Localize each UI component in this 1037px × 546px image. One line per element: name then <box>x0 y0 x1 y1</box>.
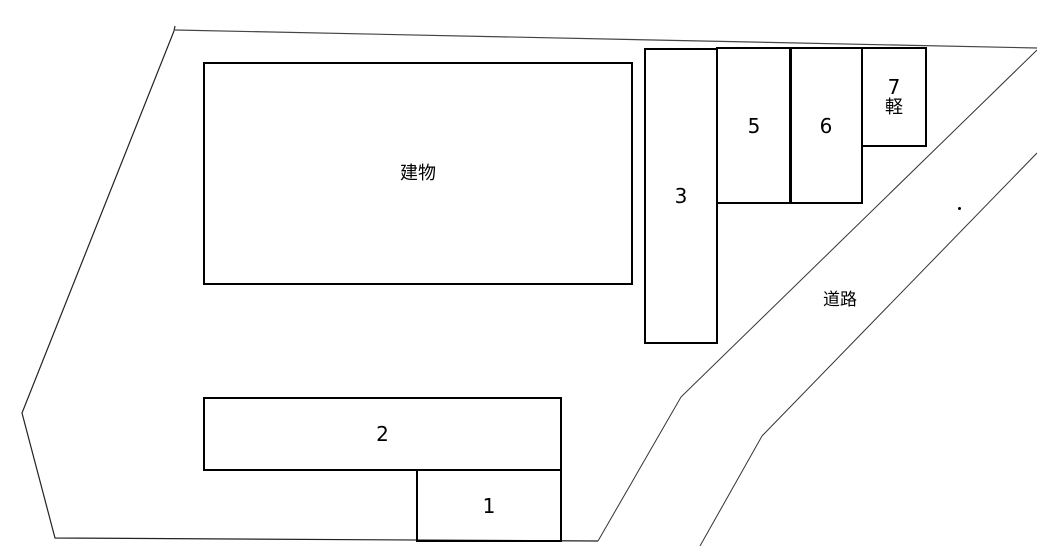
parking-space-5: 5 <box>716 47 792 204</box>
lot-boundary <box>174 29 1037 49</box>
parking-space-3: 3 <box>644 48 718 344</box>
lot-boundary-left <box>21 25 599 542</box>
space-label: 5 <box>747 113 761 138</box>
building: 建物 <box>203 62 633 285</box>
road-edge-upper <box>597 49 1037 542</box>
space-label: 3 <box>674 184 688 208</box>
parking-space-7: 7 軽 <box>861 47 927 147</box>
building-label: 建物 <box>400 162 436 184</box>
parking-space-2: 2 <box>203 397 562 471</box>
space-label: 6 <box>819 113 833 138</box>
space-label: 7 <box>887 75 901 99</box>
parking-space-6: 6 <box>789 47 863 204</box>
kei-car-note: 軽 <box>885 97 903 118</box>
space-label: 1 <box>482 493 496 518</box>
road-edge-lower <box>699 152 1037 546</box>
space-label: 2 <box>376 422 389 446</box>
marker-dot <box>958 207 961 210</box>
parking-space-1: 1 <box>416 469 562 542</box>
road-label: 道路 <box>823 290 857 310</box>
